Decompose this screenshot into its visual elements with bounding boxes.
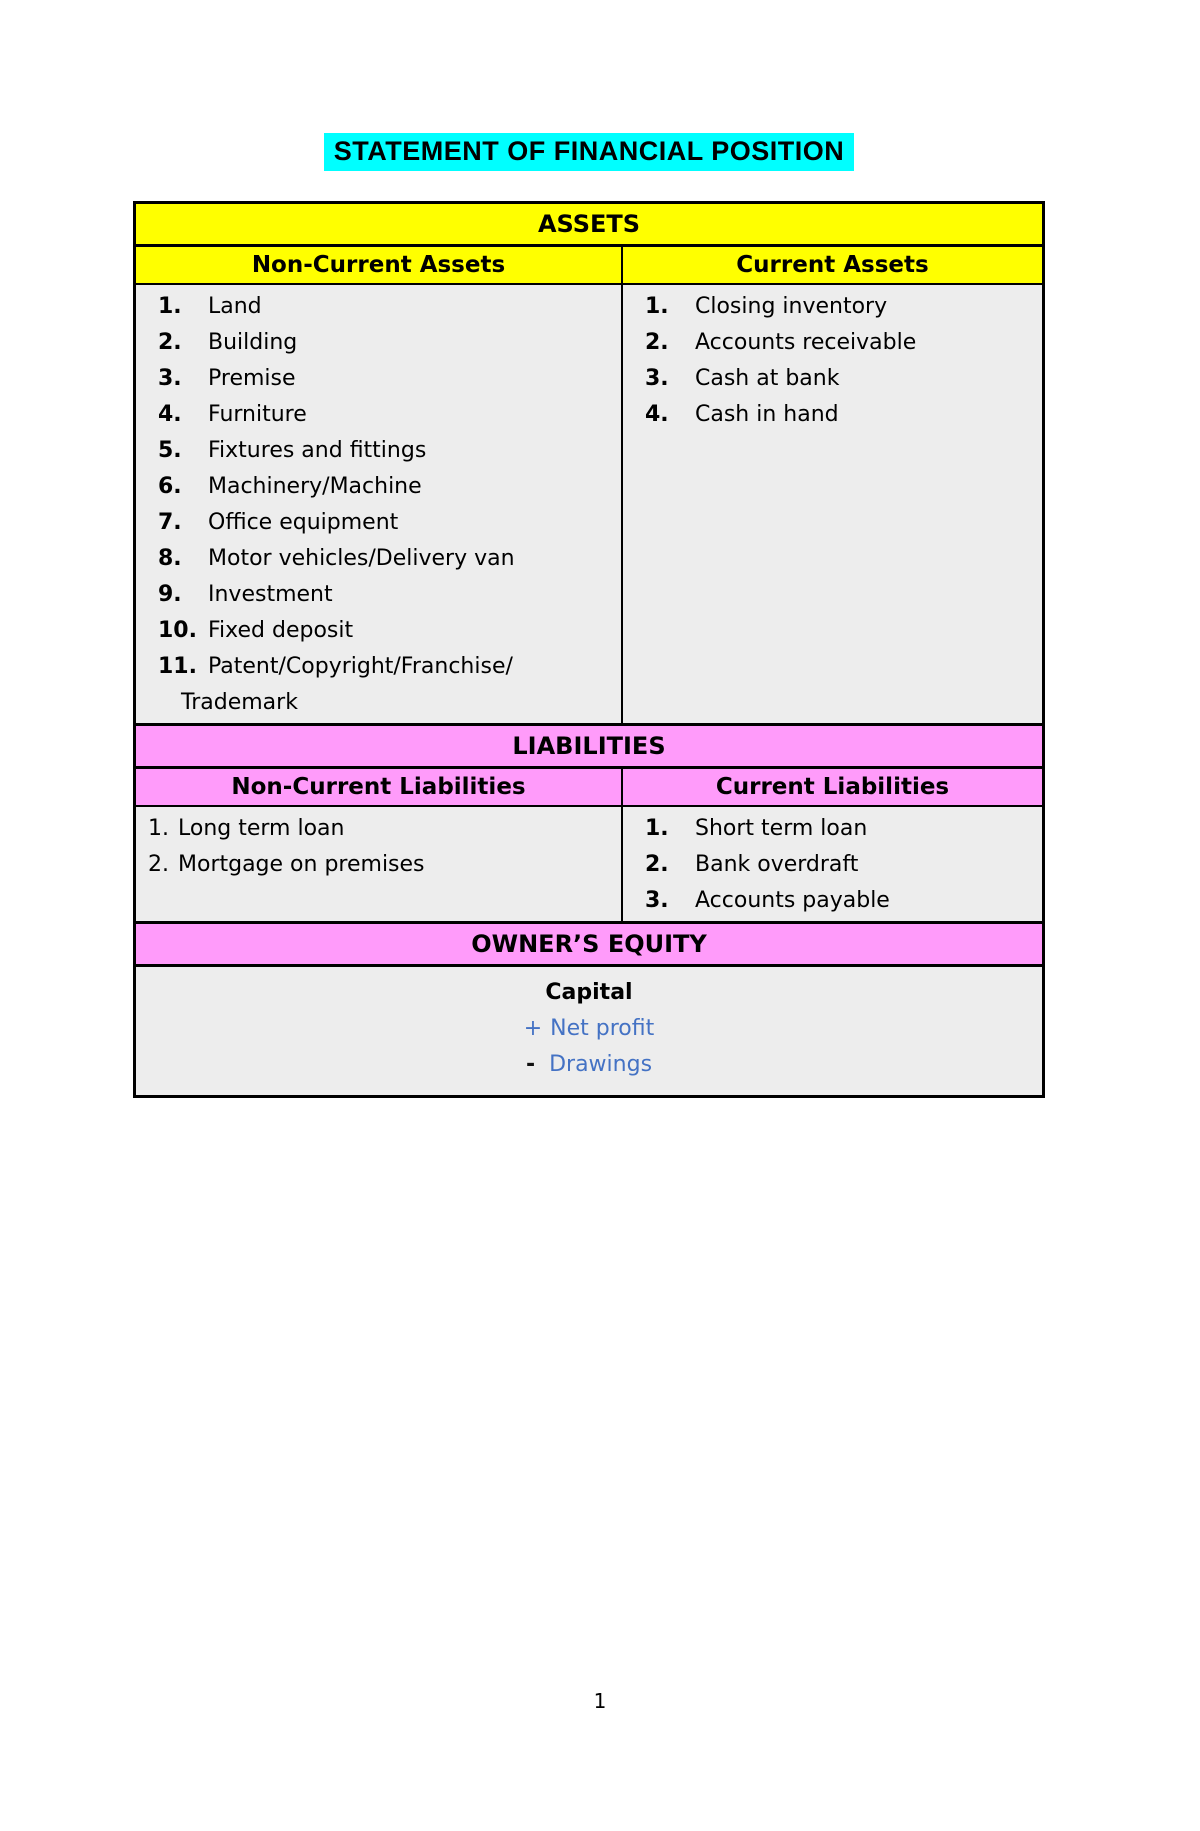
equity-capital-line: Capital [136, 975, 1042, 1011]
noncurrent-liabilities-header: Non-Current Liabilities [136, 769, 621, 807]
item-text: Land [208, 294, 262, 319]
noncurrent-liabilities-cell: 1. Long term loan 2. Mortgage on premises [136, 807, 621, 885]
list-item: 8. Motor vehicles/Delivery van [136, 541, 621, 577]
list-item: 3. Accounts payable [623, 883, 1042, 919]
equity-net-profit-line: + Net profit [136, 1011, 1042, 1047]
list-item-wrap: Trademark [136, 685, 621, 721]
list-item: 1. Land [136, 289, 621, 325]
item-number: 2. [158, 330, 182, 355]
list-item: 1. Short term loan [623, 811, 1042, 847]
item-text: Investment [208, 582, 333, 607]
item-number: 7. [158, 510, 182, 535]
item-text-continued: Trademark [181, 690, 298, 715]
current-liabilities-column: Current Liabilities 1. Short term loan 2.… [623, 769, 1042, 921]
page-number: 1 [593, 1689, 607, 1713]
page-title: STATEMENT OF FINANCIAL POSITION [323, 133, 855, 171]
list-item: 3. Premise [136, 361, 621, 397]
list-item: 2. Accounts receivable [623, 325, 1042, 361]
list-item: 4. Cash in hand [623, 397, 1042, 433]
item-text: Cash at bank [695, 366, 840, 391]
list-item: 2. Mortgage on premises [136, 847, 621, 883]
noncurrent-liabilities-list: 1. Long term loan 2. Mortgage on premises [136, 811, 621, 883]
liabilities-section-header: LIABILITIES [136, 723, 1042, 769]
noncurrent-assets-cell: 1.Land 2.Building 3.Premise 4.Furniture … [136, 285, 621, 723]
item-number: 4. [158, 402, 182, 427]
drawings-label: Drawings [549, 1052, 653, 1077]
assets-columns: Non-Current Assets 1. Land 2. Building 3. P… [136, 247, 1042, 723]
item-number: 1. [645, 816, 669, 841]
item-text: Machinery/Machine [208, 474, 422, 499]
noncurrent-assets-list: 1.Land 2.Building 3.Premise 4.Furniture … [136, 289, 621, 721]
item-text: Accounts payable [695, 888, 890, 913]
liabilities-columns: Non-Current Liabilities 1. Long term loan… [136, 769, 1042, 921]
item-text: Fixtures and fittings [208, 438, 427, 463]
item-text: Premise [208, 366, 296, 391]
item-number: 6. [158, 474, 182, 499]
list-item: 6. Machinery/Machine [136, 469, 621, 505]
assets-section-header: ASSETS [136, 204, 1042, 247]
equity-drawings-line: -Drawings [136, 1047, 1042, 1083]
item-number: 11. [158, 654, 197, 679]
item-text: Motor vehicles/Delivery van [208, 546, 515, 571]
list-item: 1. Long term loan [136, 811, 621, 847]
current-liabilities-header: Current Liabilities [623, 769, 1042, 807]
item-number: 1. [148, 816, 169, 841]
list-item: 5. Fixtures and fittings [136, 433, 621, 469]
list-item: 7. Office equipment [136, 505, 621, 541]
item-text: Patent/Copyright/Franchise/ [208, 654, 513, 679]
item-number: 4. [645, 402, 669, 427]
list-item: 9. Investment [136, 577, 621, 613]
current-liabilities-list: 1. Short term loan 2. Bank overdraft 3. Acc… [623, 811, 1042, 919]
financial-position-table: ASSETS Non-Current Assets 1. Land 2. Build… [133, 201, 1045, 1098]
item-number: 8. [158, 546, 182, 571]
current-assets-cell: 1. Closing inventory 2. Accounts receivabl… [623, 285, 1042, 435]
list-item: 2. Bank overdraft [623, 847, 1042, 883]
minus-sign: - [525, 1052, 536, 1077]
noncurrent-assets-column: Non-Current Assets 1. Land 2. Building 3. P… [136, 247, 623, 723]
item-text: Closing inventory [695, 294, 888, 319]
current-assets-header: Current Assets [623, 247, 1042, 285]
noncurrent-liabilities-column: Non-Current Liabilities 1. Long term loan… [136, 769, 623, 921]
list-item: 11. Patent/Copyright/Franchise/ [136, 649, 621, 685]
plus-sign: + [523, 1016, 543, 1041]
net-profit-label: Net profit [550, 1016, 655, 1041]
list-item: 3. Cash at bank [623, 361, 1042, 397]
capital-label: Capital [545, 980, 633, 1005]
document-page: STATEMENT OF FINANCIAL POSITION ASSETS N… [133, 133, 1045, 1098]
item-text: Accounts receivable [695, 330, 917, 355]
item-number: 3. [645, 366, 669, 391]
item-number: 3. [645, 888, 669, 913]
current-assets-list: 1. Closing inventory 2. Accounts receivabl… [623, 289, 1042, 433]
item-number: 5. [158, 438, 182, 463]
item-text: Office equipment [208, 510, 399, 535]
list-item: 4. Furniture [136, 397, 621, 433]
item-text: Bank overdraft [695, 852, 859, 877]
item-text: Fixed deposit [208, 618, 354, 643]
item-text: Furniture [208, 402, 307, 427]
current-assets-column: Current Assets 1. Closing inventory 2. Acc… [623, 247, 1042, 723]
item-text: Long term loan [178, 816, 345, 841]
item-number: 1. [645, 294, 669, 319]
owners-equity-cell: Capital + Net profit -Drawings [136, 967, 1042, 1095]
item-text: Cash in hand [695, 402, 839, 427]
current-liabilities-cell: 1. Short term loan 2. Bank overdraft 3. Acc… [623, 807, 1042, 921]
list-item: 2. Building [136, 325, 621, 361]
item-text: Building [208, 330, 298, 355]
title-row: STATEMENT OF FINANCIAL POSITION [133, 133, 1045, 171]
owners-equity-section-header: OWNER’S EQUITY [136, 921, 1042, 967]
item-number: 10. [158, 618, 197, 643]
item-number: 2. [148, 852, 169, 877]
item-number: 1. [158, 294, 182, 319]
item-number: 2. [645, 330, 669, 355]
item-number: 3. [158, 366, 182, 391]
noncurrent-assets-header: Non-Current Assets [136, 247, 621, 285]
item-text: Mortgage on premises [178, 852, 425, 877]
item-number: 9. [158, 582, 182, 607]
item-text: Short term loan [695, 816, 868, 841]
list-item: 10. Fixed deposit [136, 613, 621, 649]
list-item: 1. Closing inventory [623, 289, 1042, 325]
item-number: 2. [645, 852, 669, 877]
